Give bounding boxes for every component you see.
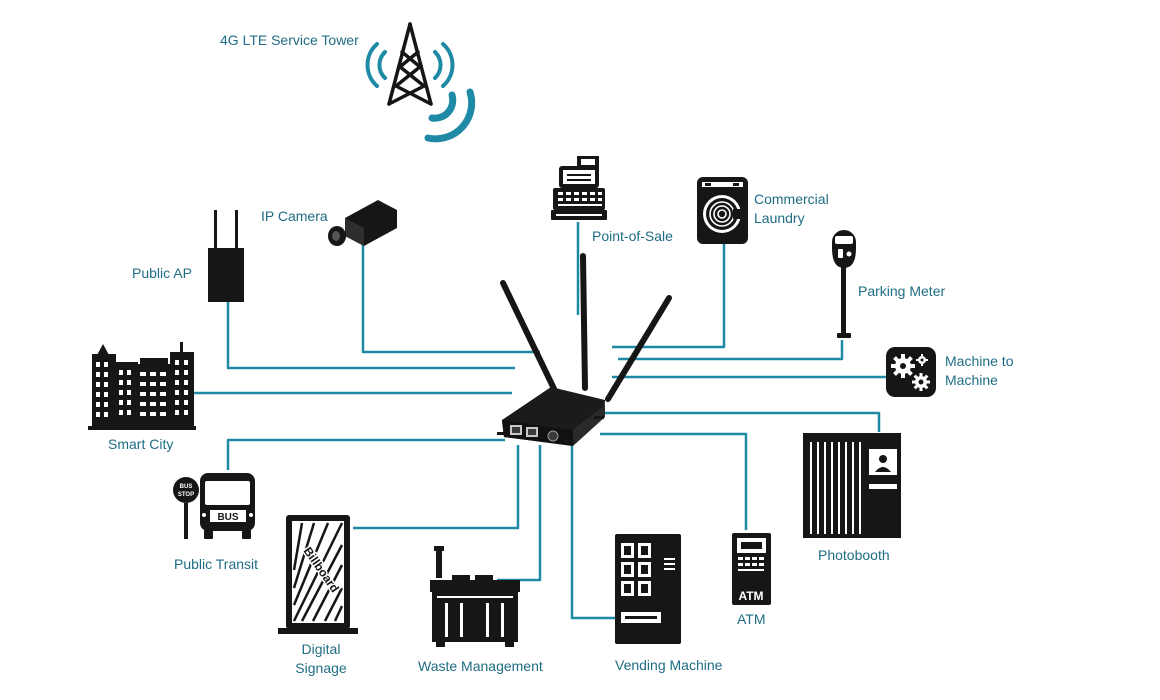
- label-digital-signage-line1: Digital: [301, 641, 341, 657]
- vending-machine-icon: [615, 534, 681, 644]
- link-ip-camera: [361, 244, 540, 354]
- label-4g-lte-service-tower: 4G LTE Service Tower: [220, 32, 359, 48]
- label-smart-city: Smart City: [108, 436, 174, 452]
- access-point-icon: [208, 210, 244, 302]
- gears-icon: [886, 347, 936, 397]
- bus-stop-text-2: STOP: [178, 492, 194, 498]
- ip-camera-icon: [328, 200, 397, 246]
- link-digital-signage: [353, 445, 520, 530]
- link-parking-meter: [618, 340, 844, 361]
- link-public-ap: [226, 302, 515, 370]
- lte-router-icon: [497, 253, 672, 446]
- atm-screen-text: ATM: [738, 589, 763, 603]
- label-machine-to-machine-line2: Machine: [945, 372, 998, 388]
- washing-machine-icon: [697, 177, 748, 244]
- dumpster-icon: [430, 546, 520, 647]
- label-photobooth: Photobooth: [818, 547, 890, 563]
- label-digital-signage-line2: Signage: [295, 660, 347, 676]
- label-atm: ATM: [737, 611, 766, 627]
- label-ip-camera: IP Camera: [261, 208, 328, 224]
- parking-meter-icon: [832, 230, 856, 338]
- label-machine-to-machine: Machine to Machine: [945, 352, 1013, 390]
- label-waste-management: Waste Management: [418, 658, 543, 674]
- label-public-ap: Public AP: [132, 265, 192, 281]
- billboard-icon: Billboard: [278, 515, 358, 634]
- photobooth-icon: [803, 433, 901, 538]
- bus-text: BUS: [217, 512, 238, 523]
- link-vending-machine: [570, 445, 618, 620]
- link-public-transit: [226, 438, 505, 470]
- bus-stop-text-1: BUS: [180, 484, 193, 490]
- label-point-of-sale: Point-of-Sale: [592, 228, 673, 244]
- label-parking-meter: Parking Meter: [858, 283, 946, 299]
- cash-register-icon: [551, 156, 607, 220]
- label-machine-to-machine-line1: Machine to: [945, 353, 1014, 369]
- label-commercial-laundry-line2: Laundry: [754, 210, 805, 226]
- label-digital-signage: Digital Signage: [281, 640, 361, 678]
- bus-icon: BUS STOP BUS: [173, 473, 255, 539]
- radio-tower-icon: [365, 22, 476, 143]
- link-commercial-laundry: [612, 244, 726, 349]
- label-vending-machine: Vending Machine: [615, 657, 723, 673]
- link-atm: [600, 432, 748, 530]
- city-buildings-icon: [88, 342, 196, 430]
- label-commercial-laundry: Commercial Laundry: [754, 190, 829, 228]
- label-public-transit: Public Transit: [174, 556, 259, 572]
- atm-icon: ATM: [732, 533, 771, 605]
- link-photobooth: [594, 411, 881, 432]
- label-commercial-laundry-line1: Commercial: [754, 191, 829, 207]
